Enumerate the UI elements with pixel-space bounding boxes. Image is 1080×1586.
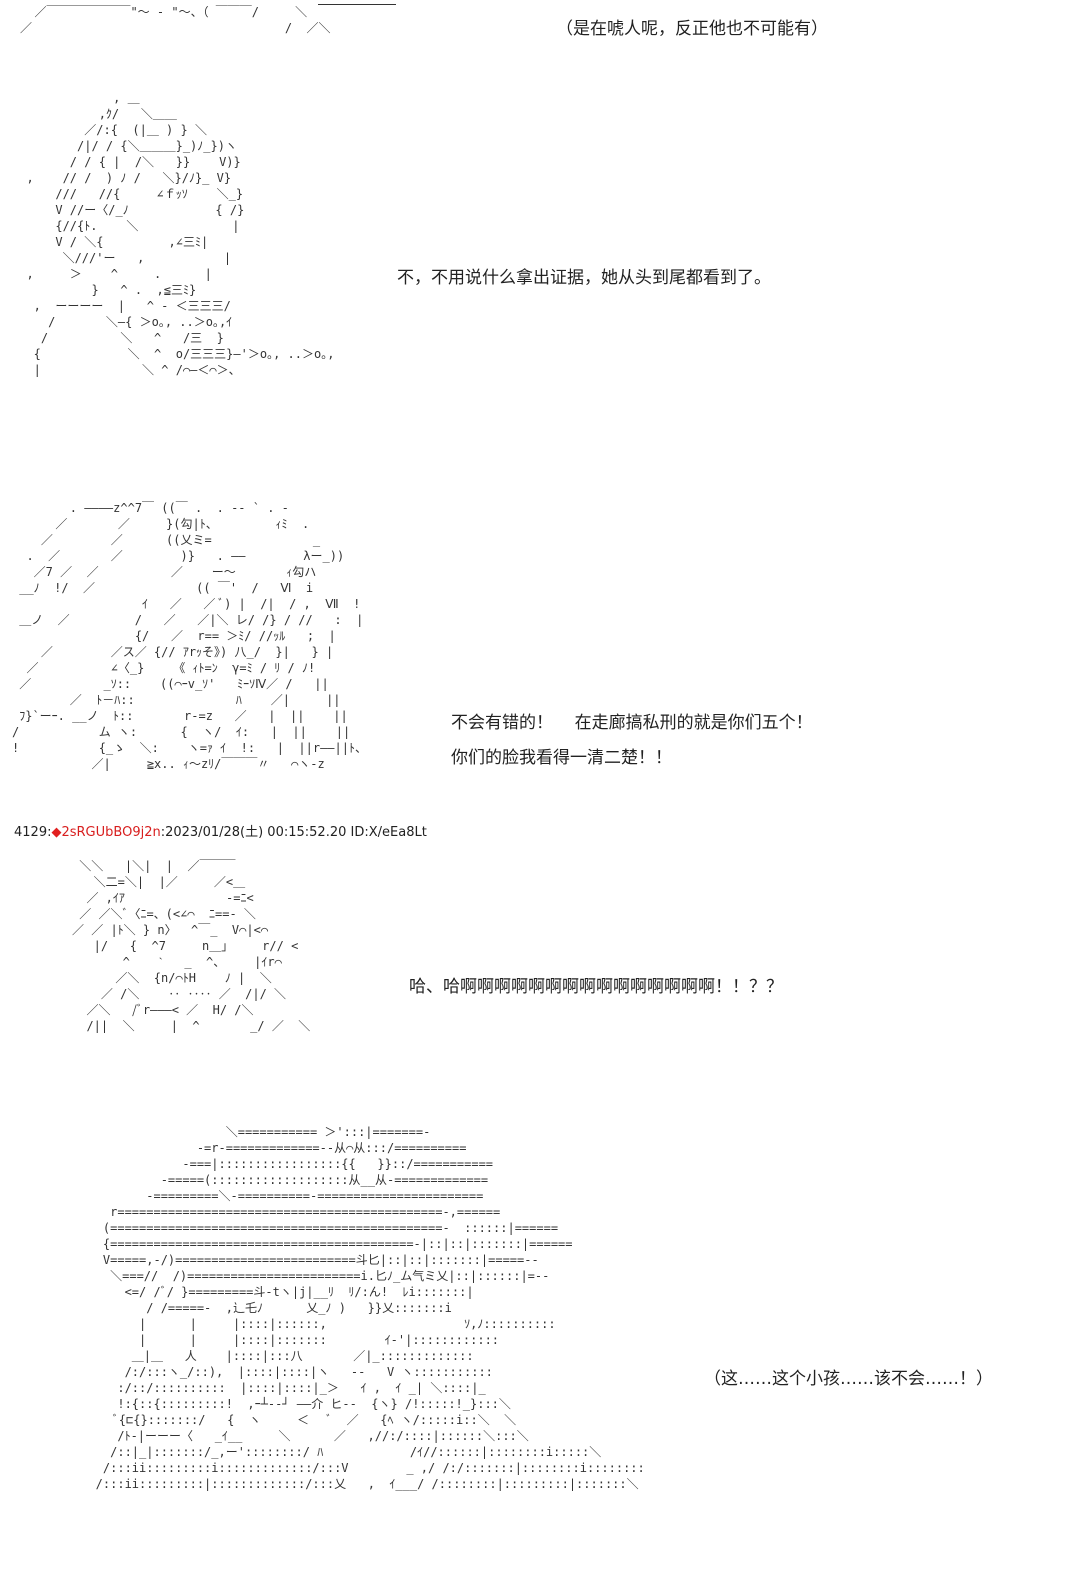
- tripcode: 2sRGUbBO9j2n: [61, 825, 161, 840]
- dialog-line: 你们的脸我看得一清二楚！！: [451, 748, 672, 768]
- ascii-art-top: ／￣￣￣￣￣￣￣"〜 - "〜、（ ￣￣￣/ ＼ ／ / ／＼: [20, 5, 331, 35]
- ascii-art-boy: ＼＼ |＼| | ／￣￣￣ ＼二=＼| |／ ／<＿ ／ ,ｲｱ ‐=ﾆ< ／ …: [72, 859, 311, 1033]
- top-cutoff-art: [0, 0, 1080, 8]
- ascii-art-woman: . ――――z^^7￣ ((￣ . . -- ` . - ／ ／ }(勾|ﾄ、 …: [12, 501, 367, 771]
- ascii-art-kid: ＼=========== ＞':::|=======- ‐=r-========…: [95, 1125, 645, 1491]
- dialog-line: 不会有错的！ 在走廊搞私刑的就是你们五个！: [451, 713, 813, 733]
- post-datetime: :2023/01/28(土) 00:15:52.20: [160, 825, 347, 840]
- ascii-art-man: , ＿ ,ｸ/ ＼＿＿ ／/:{ (|＿ ) } ＼ /|/ / {＼＿＿＿}_…: [26, 91, 335, 377]
- poster-id: ID:X/eEa8Lt: [346, 825, 427, 840]
- dialog-line: （是在唬人呢，反正他也不可能有）: [556, 19, 828, 39]
- post-header: 4129:◆2sRGUbBO9j2n:2023/01/28(土) 00:15:5…: [14, 821, 427, 840]
- dialog-line: 哈、哈啊啊啊啊啊啊啊啊啊啊啊啊啊啊啊！！？？: [409, 977, 783, 997]
- post-separator: :: [47, 825, 52, 840]
- trip-diamond-icon: ◆: [51, 825, 62, 840]
- post-number: 4129: [14, 825, 48, 840]
- dialog-line: （这……这个小孩……该不会……！）: [704, 1369, 993, 1389]
- dialog-line: 不，不用说什么拿出证据，她从头到尾都看到了。: [397, 268, 771, 288]
